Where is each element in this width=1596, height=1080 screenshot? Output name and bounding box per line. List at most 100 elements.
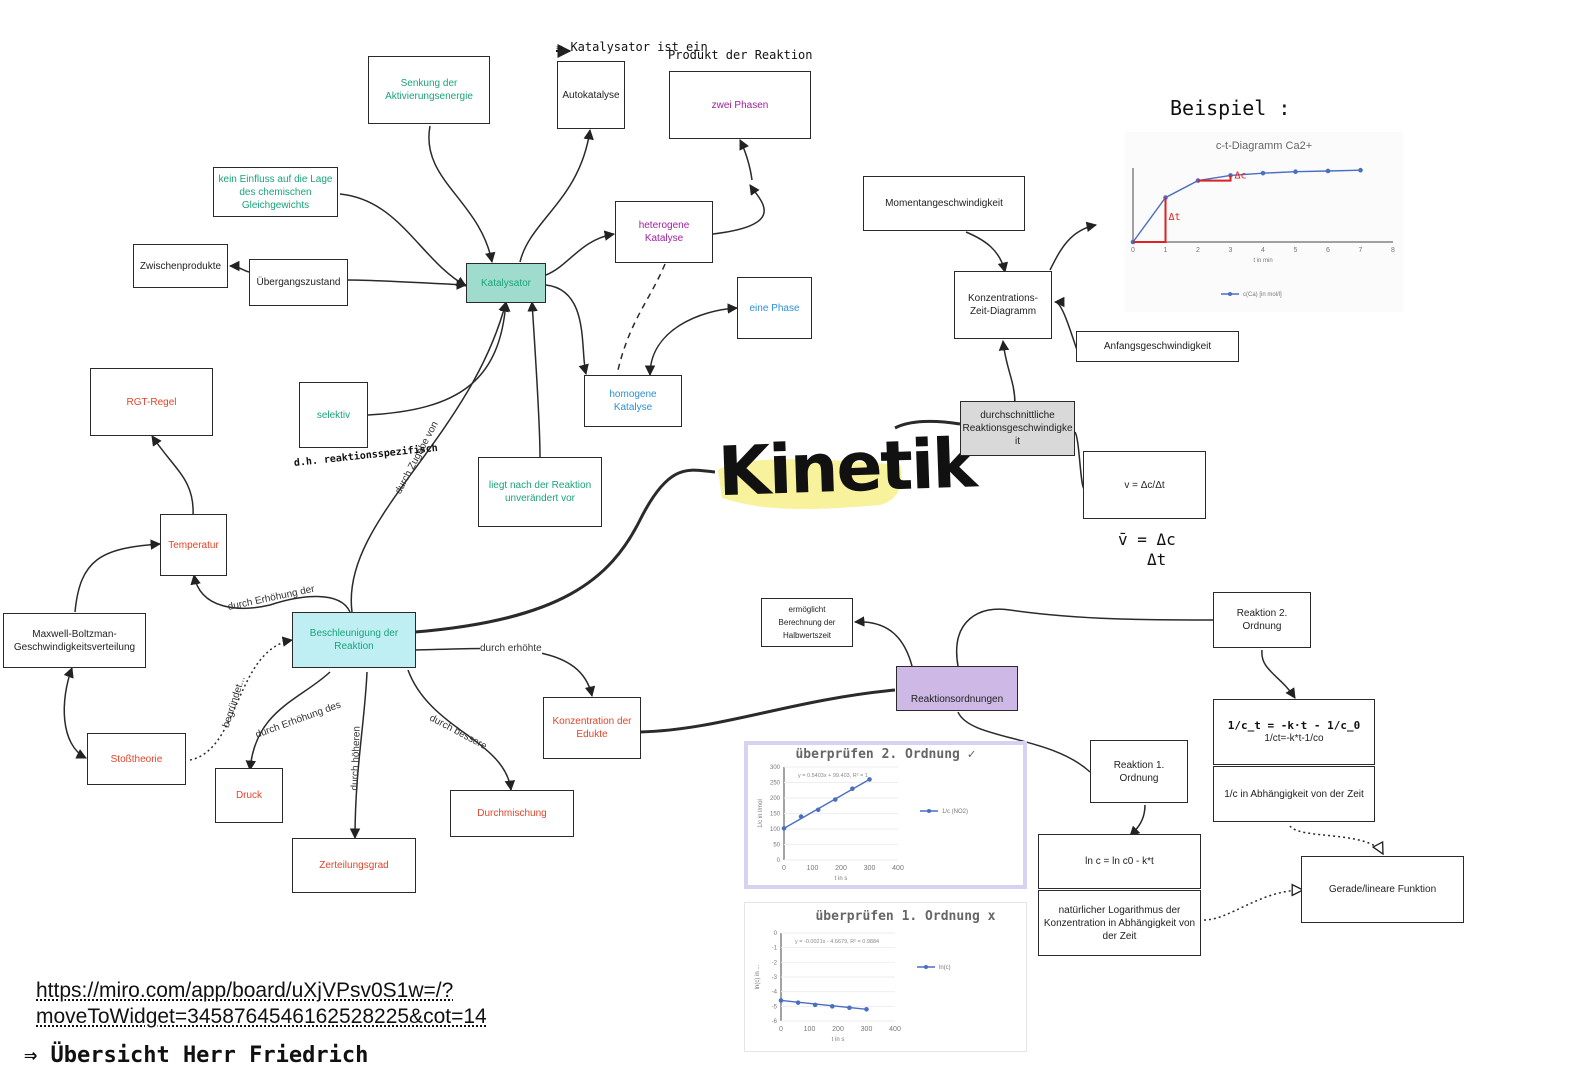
- node-maxwell[interactable]: Maxwell-Boltzman-Geschwindigkeitsverteil…: [3, 613, 146, 668]
- chart-ordnung2-title: überprüfen 2. Ordnung ✓: [795, 747, 976, 762]
- data-point: [830, 1004, 835, 1009]
- node-gerade[interactable]: Gerade/lineare Funktion: [1301, 856, 1464, 923]
- y-axis-label: ln(c) in ...: [755, 964, 761, 989]
- node-durchmischung[interactable]: Durchmischung: [450, 790, 574, 837]
- node-reaktion1[interactable]: Reaktion 1. Ordnung: [1090, 740, 1188, 803]
- node-reaktionsordnungen[interactable]: Reaktionsordnungen: [896, 666, 1018, 711]
- node-heterogene[interactable]: heterogene Katalyse: [615, 201, 713, 263]
- trendline-label: y = 0.5403x + 99.403, R² = 1: [798, 773, 868, 779]
- node-reaktion2[interactable]: Reaktion 2. Ordnung: [1213, 592, 1311, 648]
- center-title[interactable]: Kinetik: [716, 424, 977, 513]
- node-konz-zeit[interactable]: Konzentrations-Zeit-Diagramm: [954, 271, 1052, 339]
- data-point: [867, 777, 872, 782]
- node-konz-edukte[interactable]: Konzentration der Edukte: [543, 697, 641, 759]
- kinetik-highlight: [718, 459, 902, 510]
- formel2-text: 1/ct=-k*t-1/co: [1264, 733, 1324, 744]
- y-tick-label: 50: [773, 843, 780, 849]
- data-point: [847, 1005, 852, 1011]
- data-point: [812, 1002, 818, 1008]
- x-axis-label: t in min: [1253, 258, 1272, 264]
- node-zwei-phasen[interactable]: zwei Phasen: [669, 71, 811, 139]
- node-momentan[interactable]: Momentangeschwindigkeit: [863, 176, 1025, 231]
- handwriting-v-top: v̄ = Δc: [1118, 530, 1176, 549]
- x-tick-label: 200: [832, 1026, 844, 1033]
- node-ln-formel[interactable]: ln c = ln c0 - k*t: [1038, 834, 1201, 889]
- data-point: [1293, 169, 1298, 174]
- data-point: [798, 814, 804, 819]
- node-eine-phase[interactable]: eine Phase: [737, 277, 812, 339]
- node-autokatalyse[interactable]: Autokatalyse: [557, 61, 625, 129]
- x-axis-label: t in s: [832, 1037, 845, 1043]
- legend-marker: [924, 965, 928, 969]
- node-durchschnitt[interactable]: durchschnittliche Reaktionsgeschwindigke…: [960, 401, 1075, 456]
- y-tick-label: -5: [772, 1004, 778, 1010]
- formel2-handwriting: 1/c_t = -k·t - 1/c_0: [1227, 719, 1361, 732]
- y-tick-label: 0: [774, 931, 778, 937]
- node-beschleunigung[interactable]: Beschleunigung der Reaktion: [292, 612, 416, 668]
- node-druck[interactable]: Druck: [215, 768, 283, 823]
- y-tick-label: 250: [770, 781, 781, 787]
- node-rgt-regel[interactable]: RGT-Regel: [90, 368, 213, 436]
- x-tick-label: 300: [864, 865, 876, 872]
- node-uebergangszustand[interactable]: Übergangszustand: [249, 259, 348, 306]
- x-tick-label: 5: [1294, 247, 1298, 254]
- x-tick-label: 0: [782, 865, 786, 872]
- x-tick-label: 400: [889, 1026, 901, 1033]
- data-point: [1260, 170, 1266, 176]
- handwriting-katalysator-note-1: ⇒ Katalysator ist ein: [556, 40, 708, 54]
- node-selektiv[interactable]: selektiv: [299, 382, 368, 448]
- x-tick-label: 0: [779, 1026, 783, 1033]
- node-stosstheorie[interactable]: Stoßtheorie: [87, 733, 186, 785]
- edge-label-durch-erhoehte: durch erhöhte: [480, 643, 542, 654]
- node-liegt-nach[interactable]: liegt nach der Reaktion unverändert vor: [478, 457, 602, 527]
- node-kein-einfluss[interactable]: kein Einfluss auf die Lage des chemische…: [213, 167, 338, 217]
- edge-label-durch-hoeheren: durch höheren: [349, 725, 363, 791]
- legend-label: c(Ca) [in mol/l]: [1243, 292, 1282, 298]
- node-homogene[interactable]: homogene Katalyse: [584, 375, 682, 427]
- delta-c-triangle: [1198, 175, 1232, 182]
- legend-label: ln(c): [939, 965, 951, 971]
- miro-link-line1: https://miro.com/app/board/uXjVPsv0S1w=/…: [36, 979, 454, 1002]
- x-axis-label: t in s: [835, 876, 848, 882]
- y-tick-label: 150: [770, 812, 781, 818]
- x-tick-label: 200: [835, 865, 847, 872]
- x-tick-label: 7: [1359, 247, 1363, 254]
- series-line: [1132, 169, 1361, 243]
- chart-ordnung1-title: überprüfen 1. Ordnung x: [815, 909, 996, 924]
- x-tick-label: 100: [804, 1026, 816, 1033]
- node-natlog[interactable]: natürlicher Logarithmus der Konzentratio…: [1038, 890, 1201, 956]
- node-zwischenprodukte[interactable]: Zwischenprodukte: [133, 244, 228, 288]
- node-zerteilungsgrad[interactable]: Zerteilungsgrad: [292, 838, 416, 893]
- node-senkung[interactable]: Senkung der Aktivierungsenergie: [368, 56, 490, 124]
- y-tick-label: -1: [772, 946, 778, 952]
- x-tick-label: 6: [1326, 247, 1330, 254]
- node-v-formel[interactable]: v = Δc/Δt: [1083, 451, 1206, 519]
- legend-marker: [1228, 292, 1232, 296]
- node-halbwert[interactable]: ermöglicht Berechnung der Halbwertszeit: [761, 598, 853, 647]
- data-point: [815, 807, 821, 813]
- data-point: [1358, 167, 1363, 173]
- y-tick-label: -3: [772, 975, 778, 981]
- y-tick-label: -6: [772, 1019, 778, 1025]
- miro-link-line2: moveToWidget=3458764546162528225&cot=14: [36, 1005, 487, 1028]
- handwriting-uebersicht: ⇒ Übersicht Herr Friedrich: [24, 1043, 369, 1068]
- x-tick-label: 4: [1261, 247, 1265, 254]
- y-tick-label: 100: [770, 827, 781, 833]
- delta-c-label: Δc: [1235, 170, 1247, 181]
- data-point: [1325, 168, 1331, 174]
- delta-t-label: Δt: [1169, 212, 1181, 223]
- node-temperatur[interactable]: Temperatur: [160, 514, 227, 576]
- node-formel2[interactable]: 1/c_t = -k·t - 1/c_0 1/ct=-k*t-1/co: [1213, 699, 1375, 765]
- node-abh2[interactable]: 1/c in Abhängigkeit von der Zeit: [1213, 766, 1375, 822]
- data-point: [864, 1006, 869, 1012]
- node-katalysator[interactable]: Katalysator: [466, 263, 546, 303]
- miro-link[interactable]: https://miro.com/app/board/uXjVPsv0S1w=/…: [36, 978, 487, 1030]
- x-tick-label: 2: [1196, 247, 1200, 254]
- chart-ct-title: c-t-Diagramm Ca2+: [1215, 140, 1313, 152]
- node-anfangs[interactable]: Anfangsgeschwindigkeit: [1076, 331, 1239, 362]
